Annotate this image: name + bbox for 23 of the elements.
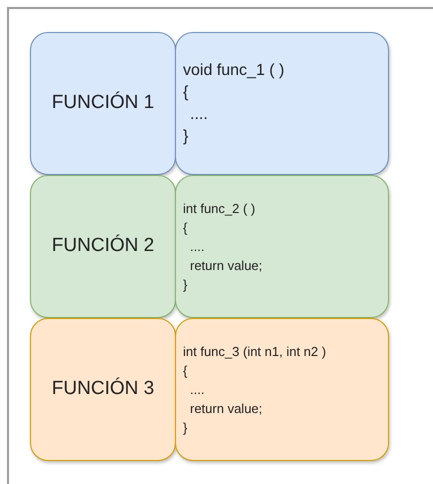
function-label: FUNCIÓN 1 [52, 90, 154, 116]
function-box [30, 318, 176, 461]
function-label: FUNCIÓN 2 [52, 234, 154, 258]
code-line: void func_1 ( ) [183, 60, 284, 80]
code-box [175, 32, 389, 175]
code-line: } [183, 126, 188, 146]
function-label: FUNCIÓN 3 [52, 376, 154, 402]
code-line: int func_3 (int n1, int n2 ) [183, 343, 326, 361]
function-box [30, 175, 176, 318]
code-line: .... [189, 238, 204, 256]
code-line: .... [189, 381, 204, 399]
code-line: } [183, 276, 188, 294]
code-line: { [183, 362, 188, 380]
code-line: return value; [189, 400, 262, 418]
function-box [30, 32, 176, 175]
code-line: } [183, 419, 188, 437]
code-line: { [183, 82, 188, 102]
code-line: .... [189, 104, 208, 124]
code-line: int func_2 ( ) [183, 200, 256, 218]
code-box [175, 175, 389, 318]
code-box [175, 318, 389, 461]
code-line: return value; [189, 257, 262, 275]
code-line: { [183, 219, 188, 237]
